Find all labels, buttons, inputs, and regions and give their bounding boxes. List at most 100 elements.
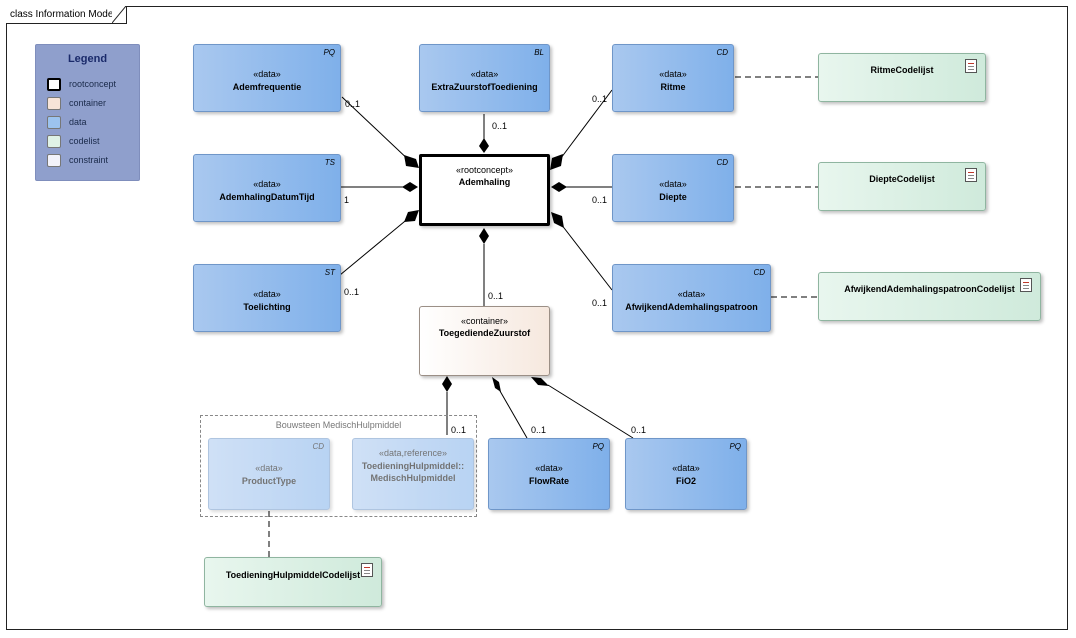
datatype-tag: PQ	[592, 442, 604, 451]
composition-diamond	[402, 182, 418, 192]
stereotype-label: «data»	[535, 463, 563, 473]
class-name: ToegediendeZuurstof	[438, 328, 531, 338]
datatype-tag: BL	[534, 48, 544, 57]
class-fio2[interactable]: PQ «data» FiO2	[625, 438, 747, 510]
diagram-frame-title: class Information Model	[6, 6, 127, 24]
class-name: AfwijkendAdemhalingspatroon	[625, 302, 758, 312]
codelist-toedieninghulpmiddelcodelijst[interactable]: ToedieningHulpmiddelCodelijst	[204, 557, 382, 607]
datatype-tag: CD	[312, 442, 324, 451]
multiplicity-flowrate: 0..1	[531, 425, 547, 435]
class-ritme[interactable]: CD «data» Ritme	[612, 44, 734, 112]
frame-title-notch	[112, 6, 126, 23]
composition-diamond	[404, 155, 419, 168]
package-label: Bouwsteen MedischHulpmiddel	[275, 420, 402, 430]
class-name: AdemhalingDatumTijd	[219, 192, 315, 202]
legend-swatch	[47, 135, 61, 148]
legend-label: codelist	[69, 136, 100, 146]
multiplicity-ademfrequentie: 0..1	[345, 99, 361, 109]
codelist-name: RitmeCodelijst	[870, 65, 934, 75]
stereotype-label: «data»	[255, 463, 283, 473]
legend-label: data	[69, 117, 87, 127]
class-diepte[interactable]: CD «data» Diepte	[612, 154, 734, 222]
class-name: ExtraZuurstofToediening	[431, 82, 538, 92]
class-ademhalingdatumtijd[interactable]: TS «data» AdemhalingDatumTijd	[193, 154, 341, 222]
multiplicity-fio2: 0..1	[631, 425, 647, 435]
connector-ritme	[550, 89, 613, 170]
connector-ademfrequentie	[341, 96, 419, 168]
class-flowrate[interactable]: PQ «data» FlowRate	[488, 438, 610, 510]
diagram-frame	[6, 6, 1068, 630]
multiplicity-toedieninghulpmiddel: 0..1	[451, 425, 467, 435]
codelist-ritmecodelijst[interactable]: RitmeCodelijst	[818, 53, 986, 102]
multiplicity-ademhalingdatumtijd: 1	[344, 195, 350, 205]
codelist-afwijkendademhalingspatrooncodelijst[interactable]: AfwijkendAdemhalingspatroonCodelijst	[818, 272, 1041, 321]
composition-diamond	[442, 376, 452, 392]
datatype-tag: PQ	[729, 442, 741, 451]
class-name: ProductType	[241, 476, 297, 486]
class-extrazuurstoftoediening[interactable]: BL «data» ExtraZuurstofToediening	[419, 44, 550, 112]
datatype-tag: ST	[324, 268, 335, 277]
class-name: FlowRate	[528, 476, 569, 486]
class-name: FiO2	[675, 476, 696, 486]
codelist-name: AfwijkendAdemhalingspatroonCodelijst	[844, 284, 1015, 294]
composition-diamond	[492, 377, 501, 392]
document-icon	[1020, 278, 1032, 292]
multiplicity-toelichting: 0..1	[344, 287, 360, 297]
legend-label: constraint	[69, 155, 109, 165]
composition-diamond	[551, 212, 564, 228]
stereotype-label: «data»	[470, 69, 499, 79]
connector-fio2	[531, 377, 634, 439]
class-ademfrequentie[interactable]: PQ «data» Ademfrequentie	[193, 44, 341, 112]
datatype-tag: TS	[324, 158, 335, 167]
codelist-name: DiepteCodelijst	[869, 174, 935, 184]
class-toelichting[interactable]: ST «data» Toelichting	[193, 264, 341, 332]
connector-ademhalingdatumtijd	[340, 182, 418, 192]
document-icon	[965, 168, 977, 182]
composition-diamond	[550, 154, 563, 170]
package-bouwsteen-medischhulpmiddel: Bouwsteen MedischHulpmiddel	[200, 415, 477, 517]
legend-label: rootconcept	[69, 79, 117, 89]
multiplicity-extrazuurstof: 0..1	[492, 121, 508, 131]
connector-diepte	[551, 182, 612, 192]
connector-flowrate	[492, 377, 528, 439]
stereotype-label: «data,reference»	[378, 448, 448, 458]
datatype-tag: CD	[753, 268, 765, 277]
legend-swatch	[47, 97, 61, 110]
class-name: Ritme	[660, 82, 686, 92]
composition-diamond	[479, 138, 489, 153]
composition-diamond	[479, 228, 489, 244]
class-name: Ademfrequentie	[232, 82, 302, 92]
stereotype-label: «rootconcept»	[455, 165, 514, 175]
legend-swatch	[47, 78, 61, 91]
legend-swatch	[47, 116, 61, 129]
stereotype-label: «data»	[659, 69, 687, 79]
legend-label: container	[69, 98, 107, 108]
datatype-tag: CD	[716, 158, 728, 167]
stereotype-label: «data»	[659, 179, 687, 189]
connector-toegediendezuurstof	[479, 228, 489, 306]
stereotype-label: «data»	[253, 69, 281, 79]
connector-toelichting	[339, 210, 419, 276]
multiplicity-ritme: 0..1	[592, 94, 608, 104]
composition-diamond	[404, 210, 419, 222]
connector-toedieninghulpmiddel	[442, 376, 452, 435]
class-producttype[interactable]: CD «data» ProductType	[208, 438, 330, 510]
stereotype-label: «data»	[253, 179, 281, 189]
class-toedieninghulpmiddel-medischhulpmiddel[interactable]: «data,reference» ToedieningHulpmiddel:: …	[352, 438, 474, 510]
class-afwijkendademhalingspatroon[interactable]: CD «data» AfwijkendAdemhalingspatroon	[612, 264, 771, 332]
class-name: Toelichting	[243, 302, 291, 312]
codelist-dieptecodelijst[interactable]: DiepteCodelijst	[818, 162, 986, 211]
codelist-name: ToedieningHulpmiddelCodelijst	[225, 570, 361, 580]
multiplicity-afwijkend: 0..1	[592, 298, 608, 308]
datatype-tag: CD	[716, 48, 728, 57]
stereotype-label: «data»	[253, 289, 281, 299]
legend: Legend rootconcept container data codeli…	[35, 44, 140, 181]
class-ademhaling-rootconcept[interactable]: «rootconcept» Ademhaling	[419, 154, 550, 226]
document-icon	[965, 59, 977, 73]
stereotype-label: «data»	[677, 289, 706, 299]
legend-swatch	[47, 154, 61, 167]
class-toegediendezuurstof-container[interactable]: «container» ToegediendeZuurstof	[419, 306, 550, 376]
stereotype-label: «container»	[460, 316, 509, 326]
composition-diamond	[531, 377, 549, 386]
document-icon	[361, 563, 373, 577]
